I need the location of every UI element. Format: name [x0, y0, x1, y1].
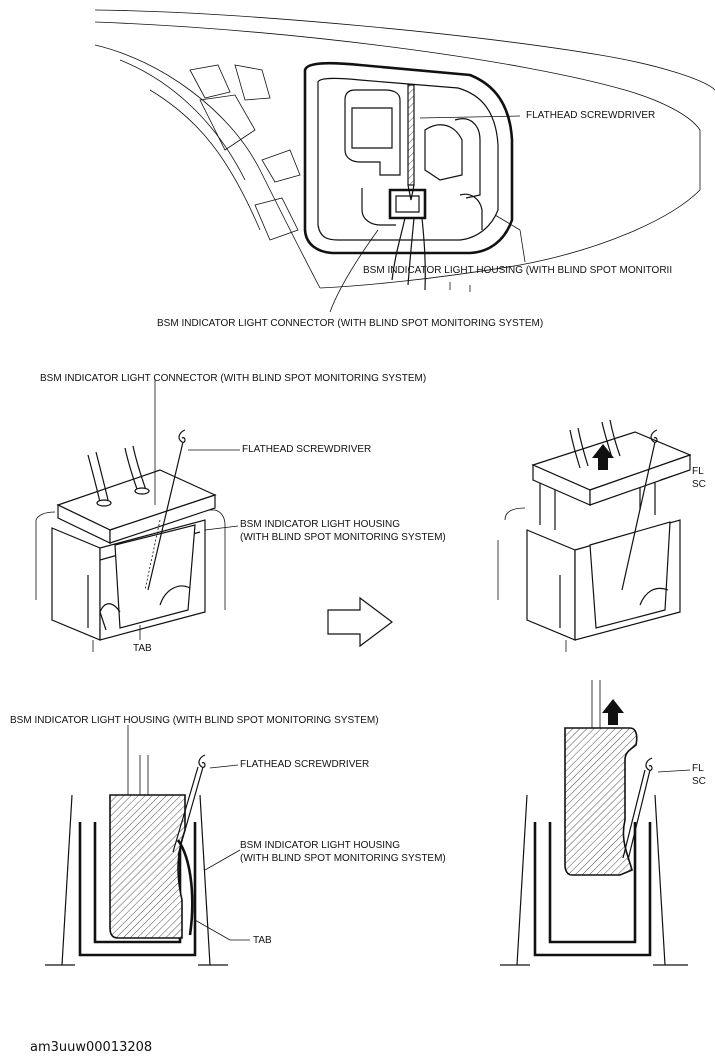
label-screwdriver-middle: FLATHEAD SCREWDRIVER [242, 444, 372, 455]
label-right-fl-middle: FL [692, 466, 704, 477]
label-tab-middle: TAB [133, 643, 152, 654]
label-screwdriver-top: FLATHEAD SCREWDRIVER [526, 110, 656, 121]
tab-release-cross-section-right [500, 680, 691, 966]
label-tab-bottom: TAB [253, 935, 272, 946]
label-housing-middle-2: (WITH BLIND SPOT MONITORING SYSTEM) [240, 532, 446, 543]
vehicle-mirror-view [94, 9, 715, 313]
tab-release-cross-section-left [45, 725, 250, 966]
connector-removal-detail-left [35, 380, 240, 652]
figure-id-caption: am3uuw00013208 [30, 1040, 153, 1055]
label-housing-bottom-top: BSM INDICATOR LIGHT HOUSING (WITH BLIND … [10, 715, 379, 726]
label-right-sc-middle: SC [692, 479, 706, 490]
label-screwdriver-bottom: FLATHEAD SCREWDRIVER [240, 759, 370, 770]
label-housing-bottom-1: BSM INDICATOR LIGHT HOUSING [240, 840, 401, 851]
connector-removal-detail-right [497, 419, 692, 652]
label-right-fl-bottom: FL [692, 763, 704, 774]
label-connector-middle: BSM INDICATOR LIGHT CONNECTOR (WITH BLIN… [40, 373, 427, 384]
next-step-arrow [327, 596, 393, 648]
label-right-sc-bottom: SC [692, 776, 706, 787]
label-housing-middle-1: BSM INDICATOR LIGHT HOUSING [240, 519, 401, 530]
label-housing-top: BSM INDICATOR LIGHT HOUSING (WITH BLIND … [363, 265, 673, 276]
label-housing-bottom-2: (WITH BLIND SPOT MONITORING SYSTEM) [240, 853, 446, 864]
label-connector-top: BSM INDICATOR LIGHT CONNECTOR (WITH BLIN… [157, 318, 544, 329]
